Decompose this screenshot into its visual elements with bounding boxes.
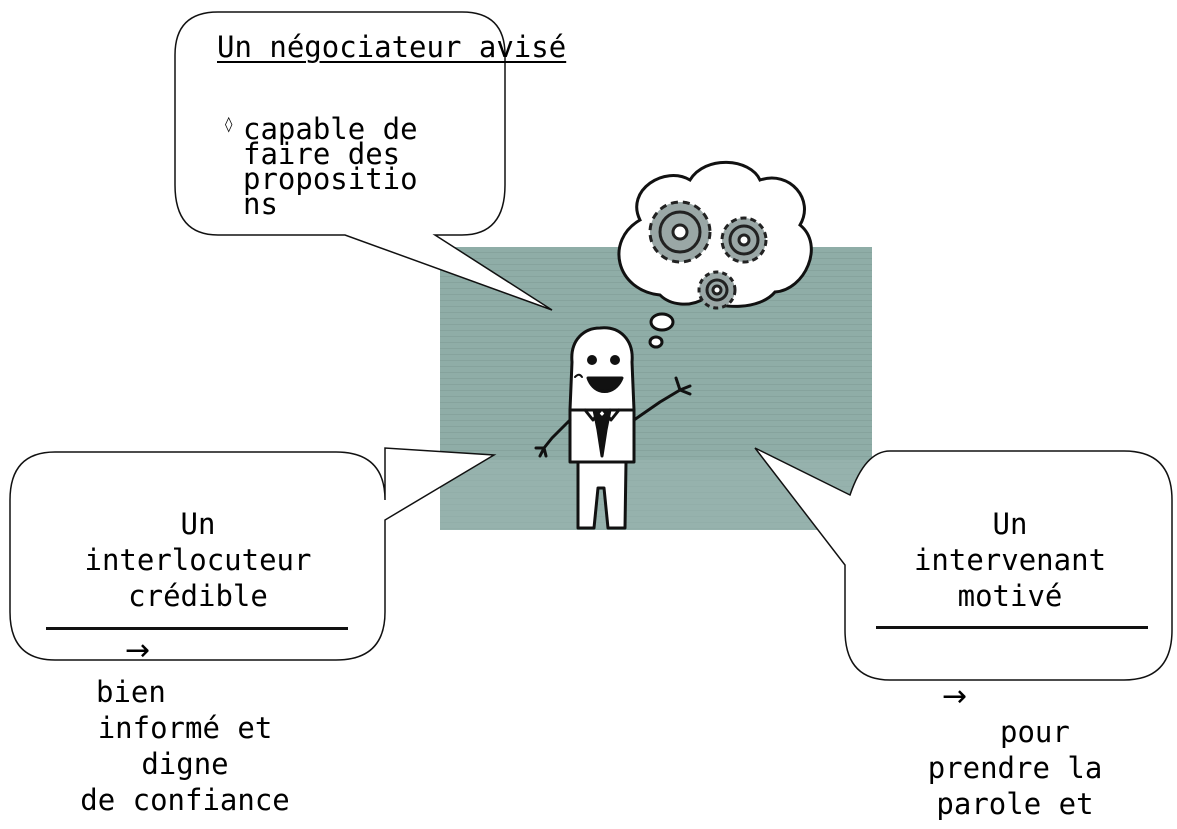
right-bubble-title-line: intervenant [913,542,1107,577]
top-bubble-line: propositio [243,161,418,196]
top-bubble-line: ns [243,186,278,221]
left-caption-line: bien [96,675,166,709]
right-caption-line: prendre la [927,750,1103,785]
left-caption-line: digne [141,746,229,781]
thinking-gear-icon [648,200,712,264]
right-caption-line: parole et [936,786,1094,821]
thought-dot [648,335,664,349]
diamond-bullet-icon: ◊ [225,115,233,133]
left-bubble-title-line: interlocuteur [84,542,312,577]
top-bubble-list: capable de faire des propositio ns [243,112,418,221]
right-caption-line: pour [1000,715,1070,749]
top-speech-bubble [174,11,553,311]
right-arrow-icon: → [125,633,151,668]
cartoon-man [534,326,692,530]
thought-dot [649,312,675,332]
top-bubble-line: capable de [243,112,418,146]
left-bubble-title-line: Un [180,507,216,541]
left-caption-line: de confiance [80,782,290,817]
left-caption: bien informé et digne de confiance [30,675,340,819]
top-bubble-title: Un négociateur avisé [217,30,567,64]
left-speech-bubble [9,447,497,661]
left-bubble-title: Un interlocuteur crédible [40,507,356,615]
right-bubble-title: Un intervenant motivé [870,507,1150,615]
right-speech-bubble [754,447,1173,681]
top-bubble-line: faire des [243,136,401,171]
right-bubble-title-line: motivé [957,578,1063,613]
left-caption-line: informé et [97,710,273,745]
right-arrow-icon: → [942,679,968,714]
right-bubble-title-line: Un [992,507,1028,541]
right-caption: pour prendre la parole et [880,715,1150,823]
left-bubble-title-line: crédible [128,578,268,613]
thinking-gear-icon [697,270,737,310]
thinking-gear-icon [720,216,768,264]
